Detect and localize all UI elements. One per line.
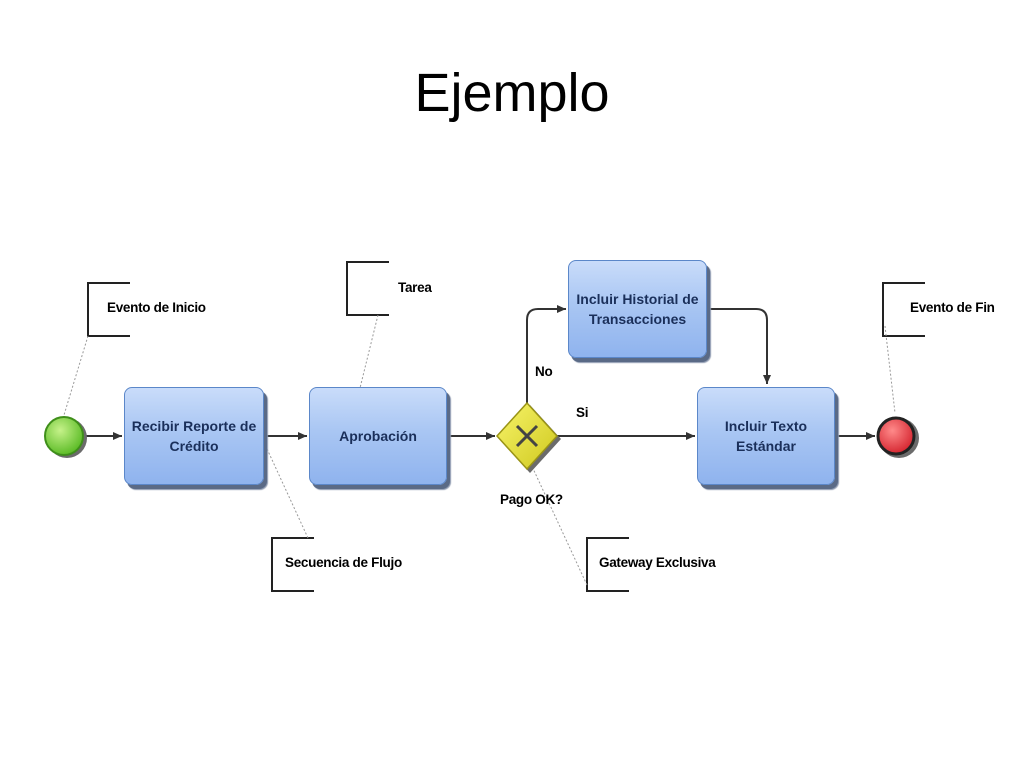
start-event-circle: [44, 416, 84, 456]
association-line-gateway: [529, 461, 588, 586]
task-recibir-reporte[interactable]: Recibir Reporte de Crédito: [124, 387, 264, 485]
association-line-secuencia: [261, 437, 309, 539]
task-aprobacion-label: Aprobación: [339, 428, 417, 444]
task-incluir-texto[interactable]: Incluir Texto Estándar: [697, 387, 835, 485]
task-incluir-historial[interactable]: Incluir Historial de Transacciones: [568, 260, 707, 358]
gateway-question-label: Pago OK?: [500, 492, 563, 507]
flow-gateway-no: [526, 305, 566, 404]
annotation-bracket-gateway: [586, 537, 629, 592]
gateway-no-label: No: [535, 364, 553, 379]
annotation-evento-fin: Evento de Fin: [910, 300, 995, 315]
task-recibir-reporte-label: Recibir Reporte de Crédito: [131, 418, 257, 454]
page-title: Ejemplo: [414, 63, 610, 123]
gateway-x-icon: [515, 424, 539, 448]
association-line-inicio: [63, 335, 89, 416]
annotation-bracket-evento-inicio: [87, 282, 130, 337]
flow-historial-to-texto: [709, 308, 771, 384]
association-line-tarea: [359, 314, 379, 389]
gateway-si-label: Si: [576, 405, 589, 420]
annotation-tarea: Tarea: [398, 280, 432, 295]
annotation-evento-inicio: Evento de Inicio: [107, 300, 206, 315]
annotation-bracket-secuencia: [271, 537, 314, 592]
annotation-bracket-evento-fin: [882, 282, 925, 337]
task-incluir-texto-label: Incluir Texto Estándar: [724, 418, 808, 454]
task-incluir-historial-label: Incluir Historial de Transacciones: [576, 291, 699, 327]
end-event-circle: [876, 416, 916, 456]
task-aprobacion[interactable]: Aprobación: [309, 387, 447, 485]
annotation-secuencia-de-flujo: Secuencia de Flujo: [285, 555, 402, 570]
annotation-bracket-tarea: [346, 261, 389, 316]
association-line-fin: [884, 325, 896, 414]
annotation-gateway-exclusiva: Gateway Exclusiva: [599, 555, 716, 570]
